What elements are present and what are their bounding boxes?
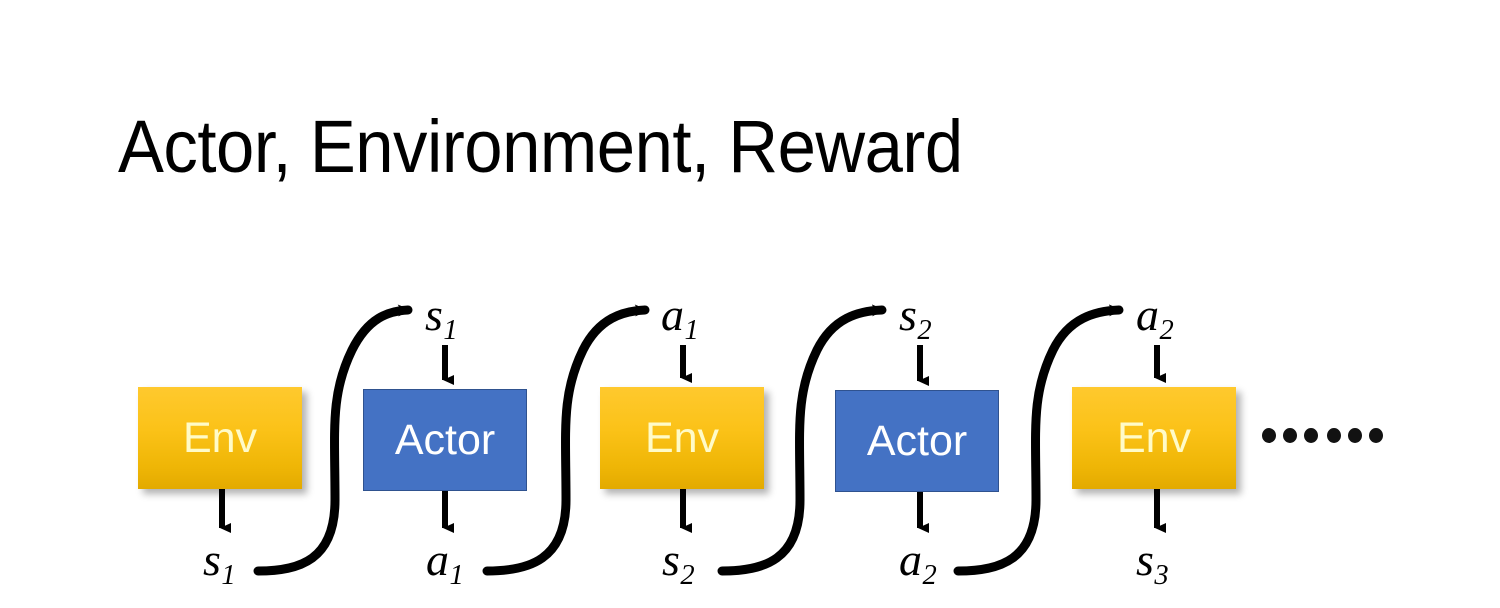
label-state-s1-top-base: s: [425, 289, 443, 340]
ellipsis-icon: [1262, 428, 1383, 443]
node-actor-1-label: Actor: [394, 415, 496, 464]
label-state-s2-top: s2: [899, 292, 932, 345]
label-state-s1-bottom-base: s: [203, 534, 221, 585]
label-action-a2-bottom: a2: [899, 537, 937, 590]
ellipsis-dot: [1327, 428, 1341, 443]
ellipsis-group-1: [1262, 428, 1318, 443]
curve-s1-to-actor1-input: [253, 304, 413, 576]
curve-a1-to-env2-input: [482, 304, 650, 576]
label-state-s2-top-sub: 2: [917, 314, 932, 346]
label-action-a2-top-base: a: [1136, 289, 1159, 340]
label-action-a1-bottom-base: a: [426, 534, 449, 585]
node-actor-1[interactable]: Actor: [363, 389, 527, 491]
label-state-s1-bottom-sub: 1: [221, 559, 236, 591]
curve-a2-to-env3-input: [953, 304, 1124, 576]
label-action-a2-top: a2: [1136, 292, 1174, 345]
node-env-3-label: Env: [1116, 413, 1192, 462]
ellipsis-dot: [1369, 428, 1383, 443]
node-actor-2[interactable]: Actor: [835, 390, 999, 492]
node-actor-2-label: Actor: [866, 416, 968, 465]
label-action-a1-top-sub: 1: [684, 314, 699, 346]
label-state-s2-bottom: s2: [662, 537, 695, 590]
node-env-2-label: Env: [644, 413, 720, 462]
label-state-s3-bottom-base: s: [1136, 534, 1154, 585]
label-action-a2-bottom-base: a: [899, 534, 922, 585]
ellipsis-group-2: [1327, 428, 1383, 443]
ellipsis-dot: [1304, 428, 1318, 443]
curve-s2-to-actor2-input: [717, 304, 887, 576]
label-action-a1-bottom: a1: [426, 537, 464, 590]
label-state-s1-bottom: s1: [203, 537, 236, 590]
ellipsis-dot: [1283, 428, 1297, 443]
label-state-s3-bottom-sub: 3: [1154, 559, 1169, 591]
label-state-s1-top-sub: 1: [443, 314, 458, 346]
node-env-1[interactable]: Env: [138, 387, 302, 489]
node-env-3[interactable]: Env: [1072, 387, 1236, 489]
label-state-s2-bottom-base: s: [662, 534, 680, 585]
label-state-s2-top-base: s: [899, 289, 917, 340]
label-state-s2-bottom-sub: 2: [680, 559, 695, 591]
label-state-s3-bottom: s3: [1136, 537, 1169, 590]
label-action-a2-top-sub: 2: [1159, 314, 1174, 346]
node-env-1-label: Env: [182, 413, 258, 462]
label-action-a1-bottom-sub: 1: [449, 559, 464, 591]
label-action-a2-bottom-sub: 2: [922, 559, 937, 591]
label-state-s1-top: s1: [425, 292, 458, 345]
ellipsis-dot: [1348, 428, 1362, 443]
label-action-a1-top: a1: [661, 292, 699, 345]
node-env-2[interactable]: Env: [600, 387, 764, 489]
ellipsis-dot: [1262, 428, 1276, 443]
label-action-a1-top-base: a: [661, 289, 684, 340]
page-title: Actor, Environment, Reward: [118, 105, 963, 188]
